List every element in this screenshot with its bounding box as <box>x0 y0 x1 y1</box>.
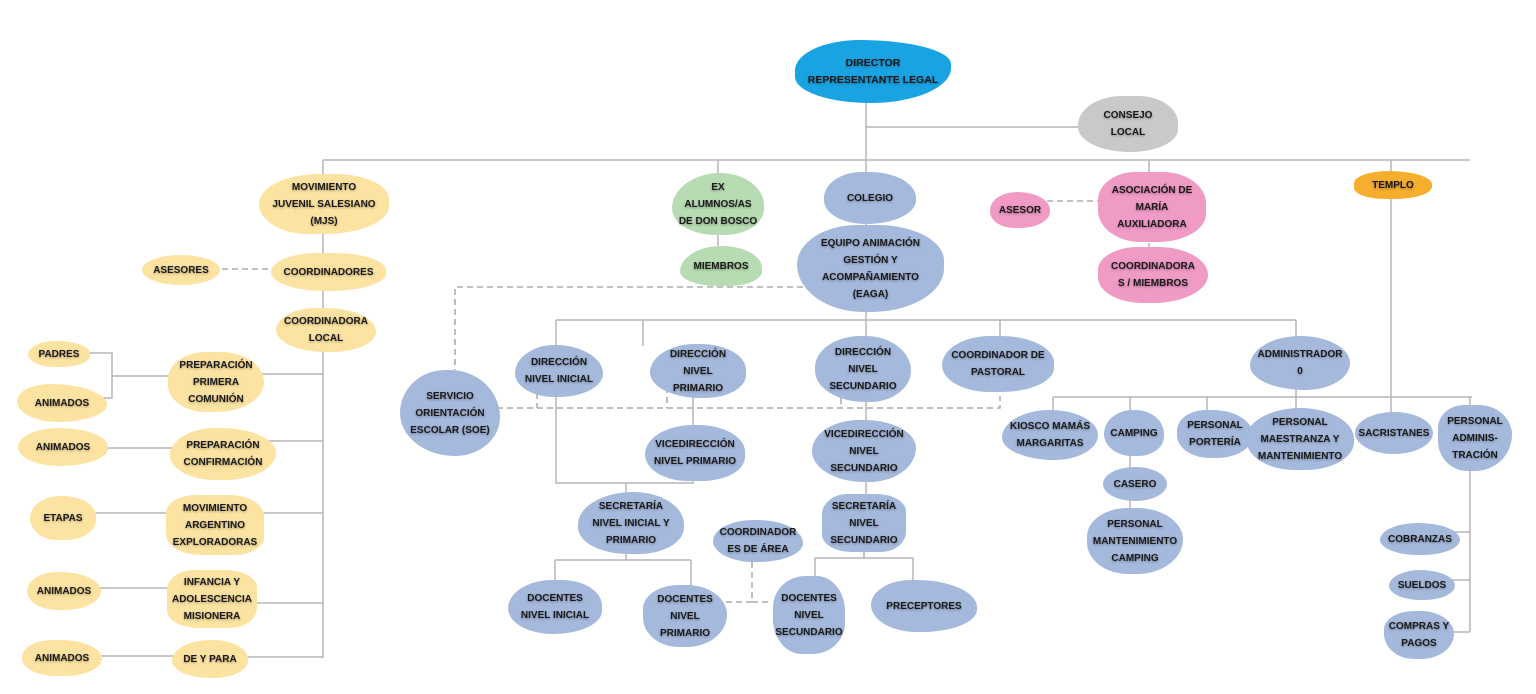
node-coord-pastoral[interactable]: COORDINADOR DE PASTORAL <box>942 336 1054 392</box>
node-mae[interactable]: MOVIMIENTO ARGENTINO EXPLORADORAS <box>166 495 264 555</box>
node-sec-inicial-primario[interactable]: SECRETARÍA NIVEL INICIAL Y PRIMARIO <box>578 492 684 554</box>
node-consejo-local[interactable]: CONSEJO LOCAL <box>1078 96 1178 152</box>
dashed-soe-bus <box>497 396 1001 409</box>
node-camping[interactable]: CAMPING <box>1104 410 1164 456</box>
node-soe[interactable]: SERVICIO ORIENTACIÓN ESCOLAR (SOE) <box>400 370 500 456</box>
node-pc-animados[interactable]: ANIMADOS <box>17 384 107 422</box>
node-doc-inicial[interactable]: DOCENTES NIVEL INICIAL <box>508 580 602 634</box>
node-dir-inicial[interactable]: DIRECCIÓN NIVEL INICIAL <box>515 345 603 397</box>
node-kiosco[interactable]: KIOSCO MAMÁS MARGARITAS <box>1002 410 1098 460</box>
node-pers-porteria[interactable]: PERSONAL PORTERÍA <box>1177 410 1253 458</box>
node-pers-mant-camping[interactable]: PERSONAL MANTENIMIENTO CAMPING <box>1087 508 1183 574</box>
node-sacristanes[interactable]: SACRISTANES <box>1355 412 1433 454</box>
node-coord-area[interactable]: COORDINADOR ES DE ÁREA <box>713 520 803 562</box>
node-iam-animados[interactable]: ANIMADOS <box>27 572 101 610</box>
node-mjs-coordinadora-local[interactable]: COORDINADORA LOCAL <box>276 308 376 352</box>
node-exalumnos[interactable]: EX ALUMNOS/AS DE DON BOSCO <box>672 173 764 235</box>
node-confirmacion[interactable]: PREPARACIÓN CONFIRMACIÓN <box>170 428 276 480</box>
connector-sec-docentes <box>554 550 692 586</box>
node-iam[interactable]: INFANCIA Y ADOLESCENCIA MISIONERA <box>167 570 257 628</box>
node-mjs-coordinadores[interactable]: COORDINADORES <box>271 253 386 291</box>
node-mjs[interactable]: MOVIMIENTO JUVENIL SALESIANO (MJS) <box>259 174 389 234</box>
node-mae-etapas[interactable]: ETAPAS <box>30 496 96 540</box>
node-exalumnos-miembros[interactable]: MIEMBROS <box>680 246 762 286</box>
node-colegio[interactable]: COLEGIO <box>824 172 916 224</box>
node-vice-secundario[interactable]: VICEDIRECCIÓN NIVEL SECUNDARIO <box>812 420 916 482</box>
node-de-y-para[interactable]: DE Y PARA <box>172 640 248 678</box>
connector-secsec-docentes <box>814 550 914 580</box>
node-doc-secundario[interactable]: DOCENTES NIVEL SECUNDARIO <box>773 576 845 654</box>
node-ama-coordinadoras[interactable]: COORDINADORA S / MIEMBROS <box>1098 247 1208 303</box>
node-administrador[interactable]: ADMINISTRADOR 0 <box>1250 336 1350 390</box>
node-preceptores[interactable]: PRECEPTORES <box>871 580 977 632</box>
node-eaga[interactable]: EQUIPO ANIMACIÓN GESTIÓN Y ACOMPAÑAMIENT… <box>797 225 944 312</box>
node-asesor-ama[interactable]: ASESOR <box>990 192 1050 228</box>
node-pers-administracion[interactable]: PERSONAL ADMINIS- TRACIÓN <box>1438 405 1512 471</box>
node-pers-maestranza[interactable]: PERSONAL MAESTRANZA Y MANTENIMIENTO <box>1246 408 1354 470</box>
node-dir-primario[interactable]: DIRECCIÓN NIVEL PRIMARIO <box>650 344 746 398</box>
node-vice-primario[interactable]: VICEDIRECCIÓN NIVEL PRIMARIO <box>645 425 745 481</box>
node-mjs-asesores[interactable]: ASESORES <box>142 255 220 285</box>
node-sec-secundario[interactable]: SECRETARÍA NIVEL SECUNDARIO <box>822 494 906 552</box>
node-cobranzas[interactable]: COBRANZAS <box>1380 523 1460 555</box>
node-director[interactable]: DIRECTOR REPRESENTANTE LEGAL <box>795 40 951 103</box>
connector-pc-leaves <box>86 352 170 399</box>
node-compras-pagos[interactable]: COMPRAS Y PAGOS <box>1384 611 1454 659</box>
node-casero[interactable]: CASERO <box>1103 467 1167 501</box>
node-doc-primario[interactable]: DOCENTES NIVEL PRIMARIO <box>643 585 727 647</box>
node-dir-secundario[interactable]: DIRECCIÓN NIVEL SECUNDARIO <box>815 336 911 402</box>
node-dyp-animados[interactable]: ANIMADOS <box>22 640 102 676</box>
node-ama[interactable]: ASOCIACIÓN DE MARÍA AUXILIADORA <box>1098 172 1206 242</box>
node-conf-animados[interactable]: ANIMADOS <box>18 428 108 466</box>
node-sueldos[interactable]: SUELDOS <box>1389 570 1455 600</box>
node-primera-comunion[interactable]: PREPARACIÓN PRIMERA COMUNIÓN <box>168 352 264 412</box>
dashed-coord-area <box>723 562 772 603</box>
connector-inicial-sec <box>555 392 694 484</box>
node-pc-padres[interactable]: PADRES <box>28 341 90 367</box>
dashed-eaga-soe <box>454 286 803 370</box>
node-templo[interactable]: TEMPLO <box>1354 171 1432 199</box>
